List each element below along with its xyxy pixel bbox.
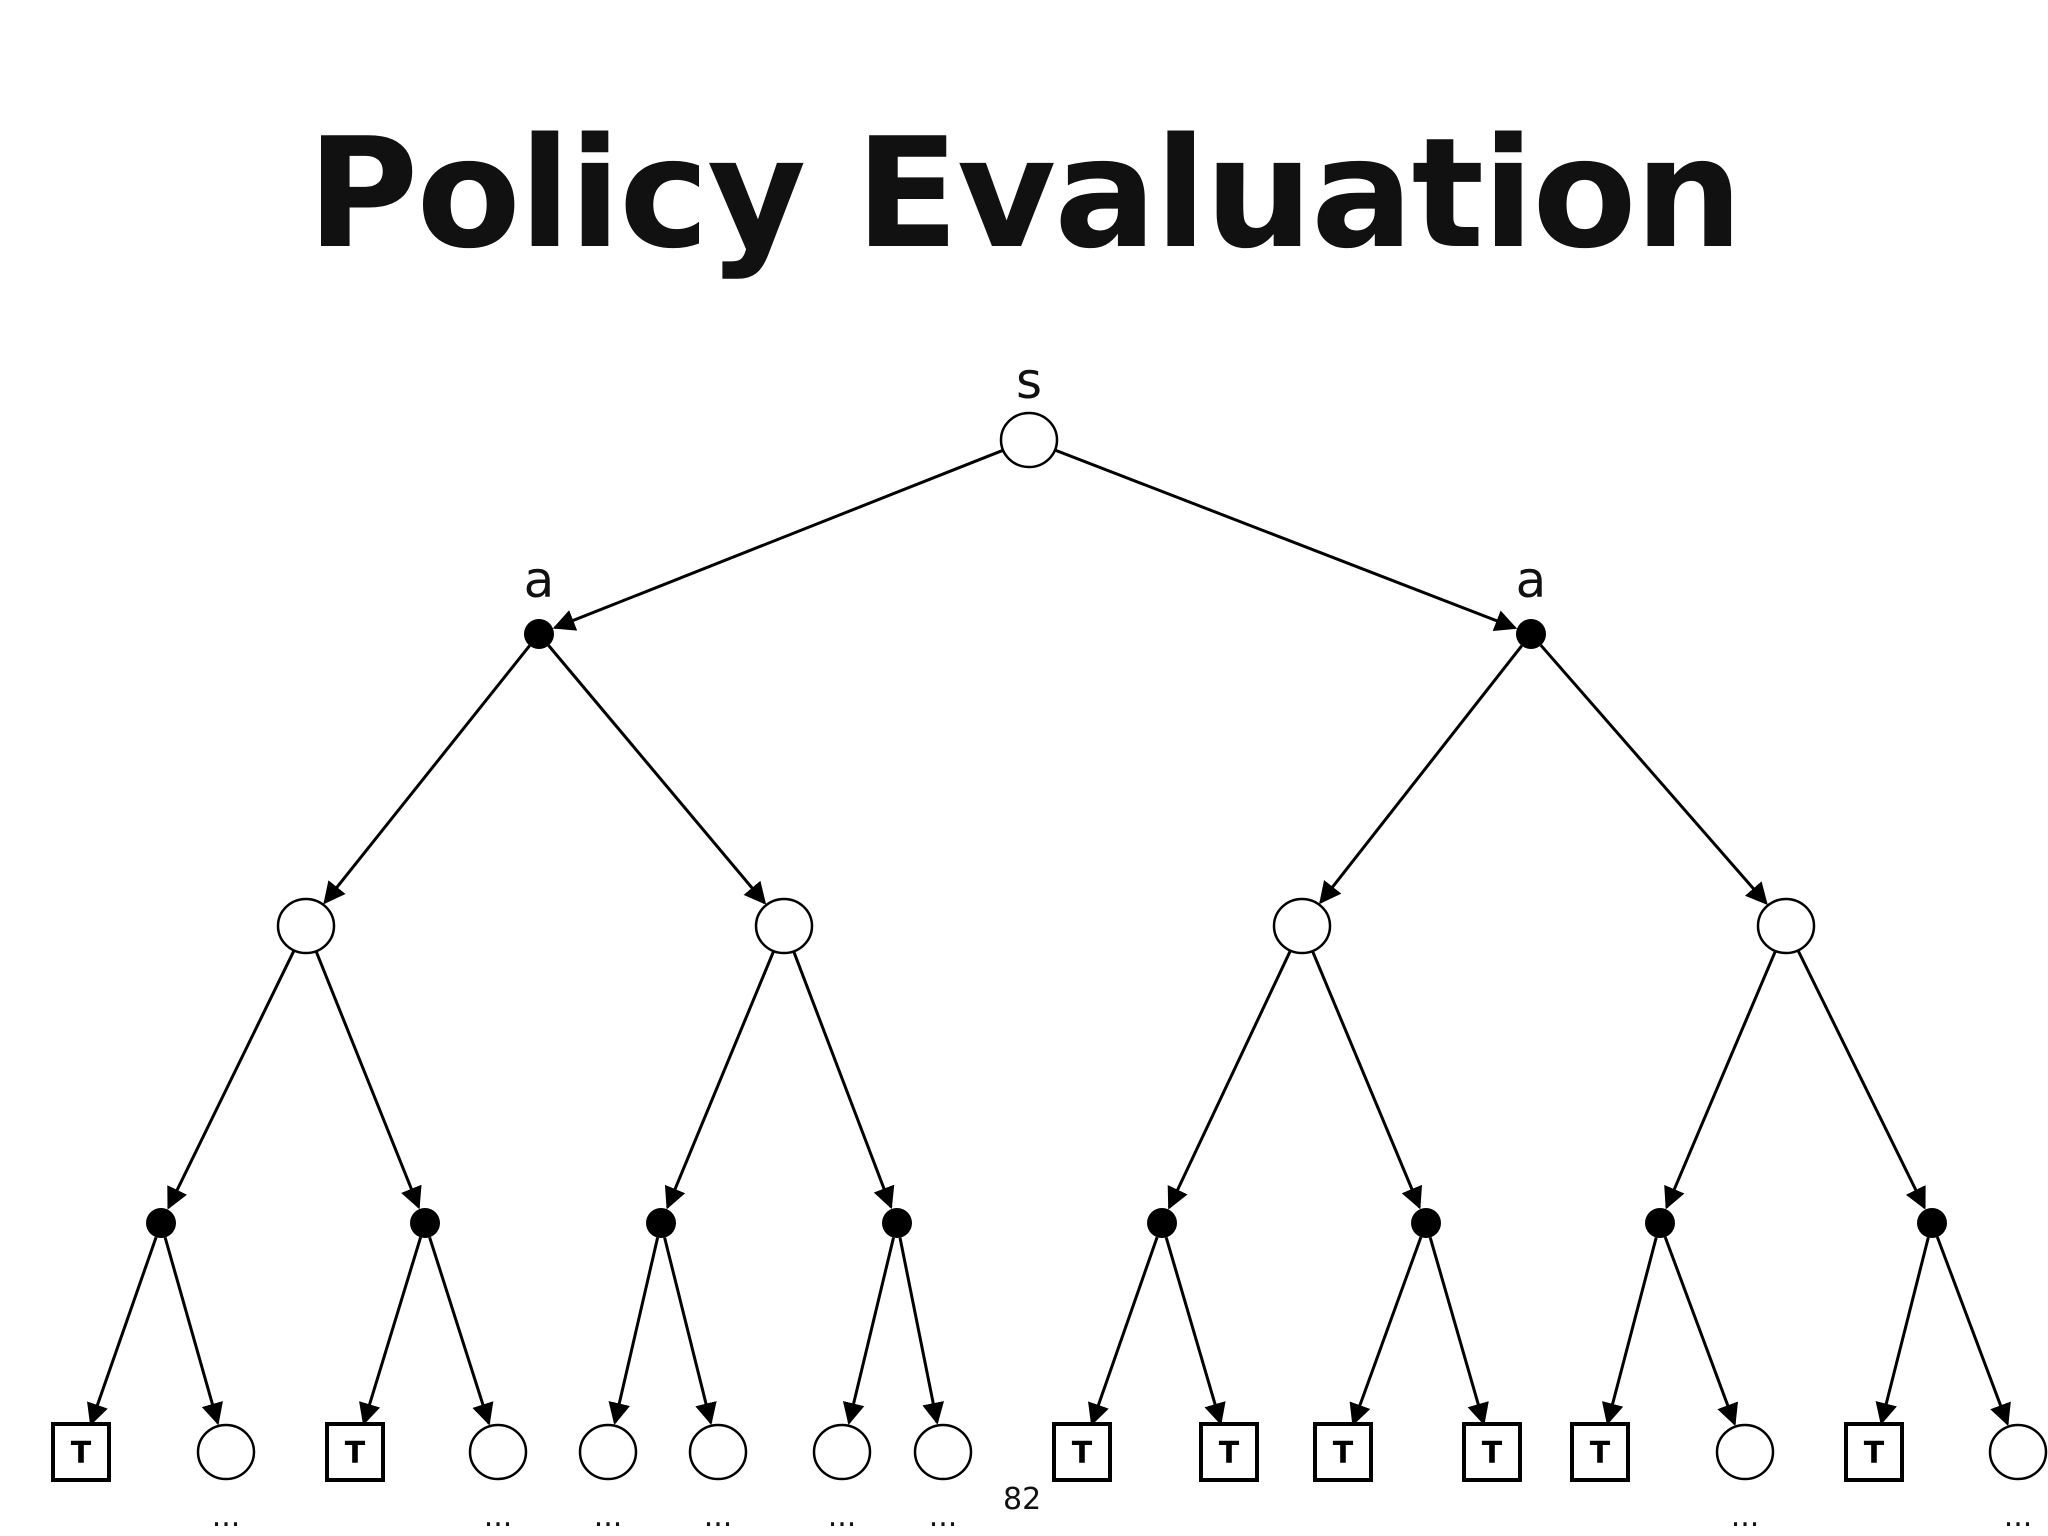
action-node: [882, 1208, 912, 1238]
action-node: [524, 619, 554, 649]
action-node: [1411, 1208, 1441, 1238]
action-to-state-edge: [323, 644, 531, 905]
action-to-state-edge: [663, 1237, 717, 1426]
root-state-label: s: [1016, 352, 1042, 410]
action-to-state-edge: [1319, 644, 1523, 905]
terminal-label: T: [1864, 1436, 1885, 1471]
state-node: [754, 897, 814, 955]
action-to-state-edge: [163, 1236, 223, 1426]
terminal-label: T: [1590, 1436, 1611, 1471]
state-to-action-edge: [315, 951, 422, 1210]
action-node: [1147, 1208, 1177, 1238]
action-to-state-edge: [898, 1237, 944, 1425]
slide-title: Policy Evaluation: [307, 105, 1743, 282]
action-to-terminal-edge: [359, 1236, 423, 1426]
continuation-ellipsis: ...: [594, 1499, 623, 1534]
terminal-label: T: [1219, 1436, 1240, 1471]
continuation-ellipsis: ...: [1731, 1499, 1760, 1534]
terminal-label: T: [71, 1436, 92, 1471]
leaf-state-node: [578, 1423, 638, 1481]
terminal-node: T: [51, 1422, 111, 1482]
action-to-terminal-edge: [1875, 1237, 1930, 1426]
leaf-state-node: [196, 1423, 256, 1481]
terminal-node: T: [1844, 1422, 1904, 1482]
terminal-node: T: [325, 1422, 385, 1482]
continuation-ellipsis: ...: [929, 1499, 958, 1534]
action-to-terminal-edge: [1428, 1236, 1489, 1426]
continuation-ellipsis: ...: [212, 1499, 241, 1534]
action-to-terminal-edge: [1164, 1236, 1226, 1426]
root-to-action-edge: [552, 448, 1004, 631]
action-to-state-edge: [1935, 1236, 2011, 1426]
action-to-terminal-edge: [1349, 1236, 1423, 1426]
leaf-state-node: [1715, 1423, 1775, 1481]
continuation-ellipsis: ...: [828, 1499, 857, 1534]
terminal-label: T: [345, 1436, 366, 1471]
leaf-state-node: [468, 1423, 528, 1481]
terminal-node: T: [1199, 1422, 1259, 1482]
terminal-label: T: [1333, 1436, 1354, 1471]
action-label: a: [1516, 551, 1547, 609]
state-to-action-edge: [664, 951, 775, 1210]
terminal-label: T: [1482, 1436, 1503, 1471]
terminal-node: T: [1052, 1422, 1112, 1482]
page-number: 82: [1003, 1482, 1042, 1517]
terminal-node: T: [1313, 1422, 1373, 1482]
state-to-action-edge: [792, 951, 895, 1210]
continuation-ellipsis: ...: [2004, 1499, 2033, 1534]
action-node: [1917, 1208, 1947, 1238]
action-to-terminal-edge: [1088, 1236, 1159, 1426]
leaf-state-node: [913, 1423, 973, 1481]
action-to-state-edge: [608, 1237, 660, 1425]
state-to-action-edge: [1311, 951, 1423, 1210]
continuation-ellipsis: ...: [484, 1499, 513, 1534]
action-node: [1645, 1208, 1675, 1238]
action-to-state-edge: [842, 1237, 895, 1425]
state-to-action-edge: [1797, 950, 1926, 1210]
action-label: a: [524, 551, 555, 609]
state-node: [276, 897, 336, 955]
action-to-terminal-edge: [87, 1236, 158, 1426]
state-to-action-edge: [1664, 951, 1777, 1210]
terminal-label: T: [1072, 1436, 1093, 1471]
action-to-state-edge: [547, 644, 767, 905]
continuation-ellipsis: ...: [704, 1499, 733, 1534]
state-node: [1272, 897, 1332, 955]
state-to-action-edge: [1167, 950, 1292, 1210]
terminal-node: T: [1462, 1422, 1522, 1482]
action-to-state-edge: [1539, 644, 1768, 906]
action-node: [1516, 619, 1546, 649]
state-node: [1756, 897, 1816, 955]
leaf-state-node: [688, 1423, 748, 1481]
action-node: [410, 1208, 440, 1238]
terminal-node: T: [1570, 1422, 1630, 1482]
action-node: [646, 1208, 676, 1238]
action-to-state-edge: [1663, 1236, 1739, 1426]
leaf-state-node: [1988, 1423, 2048, 1481]
action-to-state-edge: [428, 1236, 494, 1426]
action-node: [146, 1208, 176, 1238]
state-to-action-edge: [167, 950, 296, 1210]
action-to-terminal-edge: [1601, 1237, 1658, 1426]
root-state-node: [999, 411, 1059, 469]
root-to-action-edge: [1054, 448, 1518, 632]
leaf-state-node: [812, 1423, 872, 1481]
